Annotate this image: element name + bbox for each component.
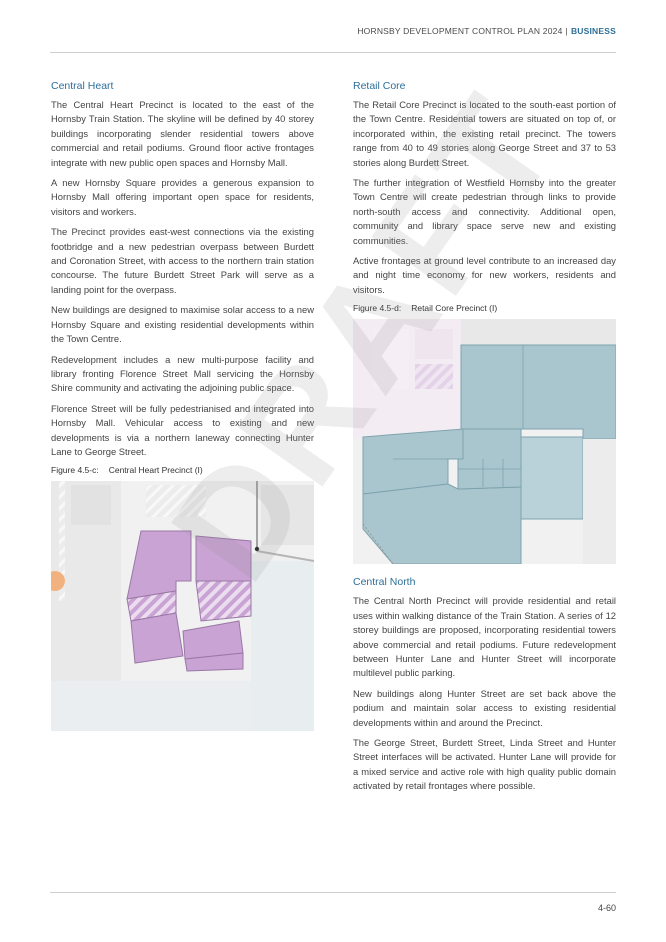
- figure-number: Figure 4.5-c:: [51, 465, 99, 476]
- figure-number: Figure 4.5-d:: [353, 303, 402, 314]
- central-heart-paragraph: New buildings are designed to maximise s…: [51, 304, 314, 345]
- central-north-paragraph: The George Street, Burdett Street, Linda…: [353, 736, 616, 792]
- central-north-heading: Central North: [353, 576, 416, 589]
- retail-core-map-graphic: [353, 319, 616, 565]
- retail-core-paragraph: Active frontages at ground level contrib…: [353, 255, 616, 295]
- central-heart-heading: Central Heart: [51, 80, 114, 92]
- central-heart-map: [51, 481, 314, 732]
- footer-divider: [50, 892, 616, 893]
- figure-caption-central-heart: Figure 4.5-c: Central Heart Precinct (I): [51, 465, 314, 475]
- central-heart-paragraph: Redevelopment includes a new multi-purpo…: [51, 353, 314, 394]
- figure-title: Retail Core Precinct (I): [411, 303, 498, 314]
- central-heart-paragraph: The Central Heart Precinct is located to…: [51, 99, 314, 168]
- retail-core-map: [353, 319, 616, 565]
- section-name: BUSINESS: [570, 26, 616, 36]
- header-separator: |: [565, 26, 568, 36]
- central-north-paragraph: New buildings along Hunter Street are se…: [353, 687, 616, 728]
- central-heart-paragraph: Florence Street will be fully pedestrian…: [51, 402, 314, 457]
- retail-core-heading: Retail Core: [353, 80, 406, 92]
- central-heart-map-graphic: [51, 481, 314, 732]
- retail-core-paragraph: The Retail Core Precinct is located to t…: [353, 99, 616, 168]
- central-north-paragraph: The Central North Precinct will provide …: [353, 595, 616, 679]
- page-number: 4-60: [597, 903, 616, 913]
- retail-core-paragraph: The further integration of Westfield Hor…: [353, 177, 616, 246]
- right-column: Retail Core The Retail Core Precinct is …: [353, 80, 616, 800]
- header-divider: [50, 52, 616, 53]
- document-title: HORNSBY DEVELOPMENT CONTROL PLAN 2024: [357, 26, 563, 36]
- left-column: Central Heart The Central Heart Precinct…: [51, 80, 314, 732]
- figure-caption-retail-core: Figure 4.5-d: Retail Core Precinct (I): [353, 303, 616, 313]
- central-heart-paragraph: A new Hornsby Square provides a generous…: [51, 177, 314, 217]
- central-heart-paragraph: The Precinct provides east-west connecti…: [51, 226, 314, 295]
- page-header: HORNSBY DEVELOPMENT CONTROL PLAN 2024|BU…: [357, 26, 616, 36]
- figure-title: Central Heart Precinct (I): [108, 465, 203, 476]
